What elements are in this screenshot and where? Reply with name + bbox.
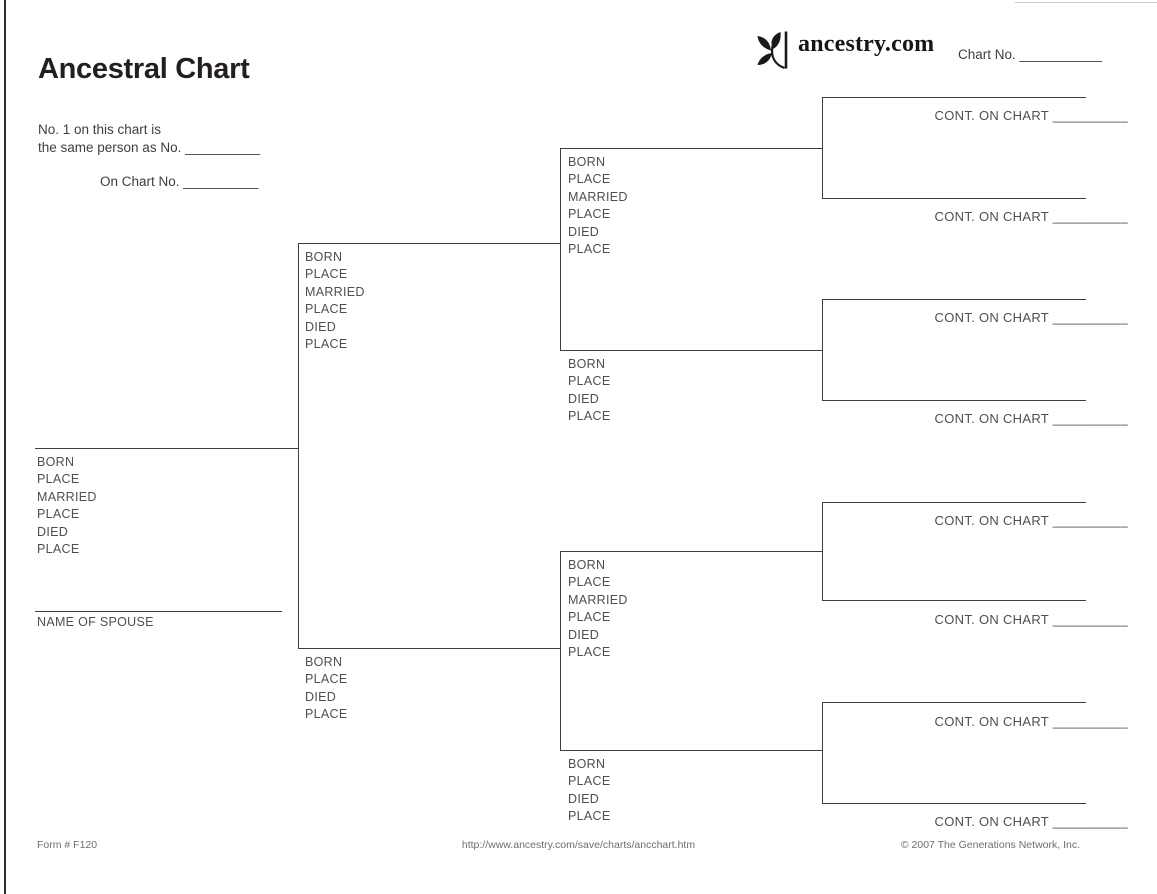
field-label: PLACE bbox=[568, 207, 611, 222]
person-7-name-line bbox=[560, 750, 822, 752]
field-label: DIED bbox=[568, 791, 600, 806]
bracket-connector-gen4-1 bbox=[822, 97, 824, 199]
field-label: BORN bbox=[568, 757, 606, 771]
person-8-name-line bbox=[822, 97, 1086, 99]
field-label: PLACE bbox=[568, 409, 611, 424]
bracket-connector-gen3-upper bbox=[560, 148, 562, 351]
form-url: http://www.ancestry.com/save/charts/ancc… bbox=[461, 839, 696, 851]
field-label: BORN bbox=[37, 455, 75, 469]
field-label: PLACE bbox=[305, 707, 348, 722]
identity-note-line1: No. 1 on this chart is bbox=[38, 122, 162, 137]
field-label: DIED bbox=[305, 689, 337, 704]
field-label: MARRIED bbox=[37, 489, 97, 504]
field-label: PLACE bbox=[568, 575, 611, 590]
person-11-name-line bbox=[822, 400, 1086, 402]
field-label: PLACE bbox=[568, 809, 611, 824]
page-title: Ancestral Chart bbox=[38, 53, 250, 86]
person-3-name-line bbox=[298, 648, 560, 650]
ancestry-logo: ancestry.com bbox=[752, 27, 934, 70]
field-label: MARRIED bbox=[568, 592, 628, 607]
person-4-fields: BORN PLACE MARRIED PLACE DIED PLACE bbox=[568, 154, 628, 258]
person-6-name-line bbox=[560, 551, 822, 553]
field-label: PLACE bbox=[568, 774, 611, 789]
person-8-continuation: CONT. ON CHART __________ bbox=[934, 108, 1128, 123]
ancestry-wordmark: ancestry.com bbox=[798, 31, 935, 57]
field-label: PLACE bbox=[37, 507, 80, 522]
identity-note-line3: On Chart No. __________ bbox=[100, 174, 259, 189]
field-label: DIED bbox=[305, 319, 337, 334]
field-label: BORN bbox=[305, 655, 343, 669]
form-number: Form # F120 bbox=[37, 839, 98, 851]
person-15-continuation: CONT. ON CHART __________ bbox=[934, 814, 1128, 829]
person-7-fields: BORN PLACE DIED PLACE bbox=[568, 756, 611, 826]
field-label: PLACE bbox=[568, 645, 611, 660]
field-label: DIED bbox=[568, 224, 600, 239]
field-label: PLACE bbox=[305, 672, 348, 687]
chart-no-field: Chart No. ___________ bbox=[958, 47, 1103, 62]
bracket-connector-gen3-lower bbox=[560, 551, 562, 751]
identity-note: No. 1 on this chart is the same person a… bbox=[38, 121, 260, 156]
field-label: PLACE bbox=[568, 610, 611, 625]
field-label: BORN bbox=[568, 155, 606, 169]
person-14-name-line bbox=[822, 702, 1086, 704]
person-15-name-line bbox=[822, 803, 1086, 805]
field-label: PLACE bbox=[568, 242, 611, 257]
field-label: BORN bbox=[568, 558, 606, 572]
person-1-fields: BORN PLACE MARRIED PLACE DIED PLACE bbox=[37, 454, 97, 558]
person-5-fields: BORN PLACE DIED PLACE bbox=[568, 356, 611, 426]
bracket-connector-gen2 bbox=[298, 243, 300, 649]
person-13-name-line bbox=[822, 600, 1086, 602]
person-11-continuation: CONT. ON CHART __________ bbox=[934, 411, 1128, 426]
bracket-connector-gen4-4 bbox=[822, 702, 824, 804]
person-2-fields: BORN PLACE MARRIED PLACE DIED PLACE bbox=[305, 249, 365, 353]
spouse-name-line bbox=[35, 611, 282, 613]
person-6-fields: BORN PLACE MARRIED PLACE DIED PLACE bbox=[568, 557, 628, 661]
bracket-connector-gen4-3 bbox=[822, 502, 824, 601]
person-9-name-line bbox=[822, 198, 1086, 200]
ancestry-leaf-icon bbox=[757, 31, 788, 70]
field-label: DIED bbox=[568, 627, 600, 642]
person-13-continuation: CONT. ON CHART __________ bbox=[934, 612, 1128, 627]
field-label: PLACE bbox=[37, 542, 80, 557]
field-label: DIED bbox=[37, 524, 69, 539]
person-9-continuation: CONT. ON CHART __________ bbox=[934, 209, 1128, 224]
field-label: PLACE bbox=[37, 472, 80, 487]
person-2-name-line bbox=[298, 243, 560, 245]
person-10-name-line bbox=[822, 299, 1086, 301]
bracket-connector-gen4-2 bbox=[822, 299, 824, 401]
person-12-continuation: CONT. ON CHART __________ bbox=[934, 513, 1128, 528]
field-label: PLACE bbox=[568, 374, 611, 389]
field-label: DIED bbox=[568, 391, 600, 406]
field-label: PLACE bbox=[568, 172, 611, 187]
field-label: MARRIED bbox=[568, 189, 628, 204]
field-label: PLACE bbox=[305, 267, 348, 282]
person-4-name-line bbox=[560, 148, 822, 150]
field-label: PLACE bbox=[305, 337, 348, 352]
page-top-edge bbox=[1015, 2, 1157, 3]
person-10-continuation: CONT. ON CHART __________ bbox=[934, 310, 1128, 325]
identity-note-line2: the same person as No. __________ bbox=[38, 139, 261, 155]
person-12-name-line bbox=[822, 502, 1086, 504]
field-label: BORN bbox=[568, 357, 606, 371]
spouse-label: NAME OF SPOUSE bbox=[37, 615, 154, 629]
copyright-notice: © 2007 The Generations Network, Inc. bbox=[900, 839, 1080, 851]
field-label: PLACE bbox=[305, 302, 348, 317]
person-3-fields: BORN PLACE DIED PLACE bbox=[305, 654, 348, 724]
page-left-edge bbox=[4, 0, 6, 894]
person-1-name-line bbox=[35, 448, 298, 450]
person-5-name-line bbox=[560, 350, 822, 352]
field-label: MARRIED bbox=[305, 284, 365, 299]
person-14-continuation: CONT. ON CHART __________ bbox=[934, 714, 1128, 729]
field-label: BORN bbox=[305, 250, 343, 264]
